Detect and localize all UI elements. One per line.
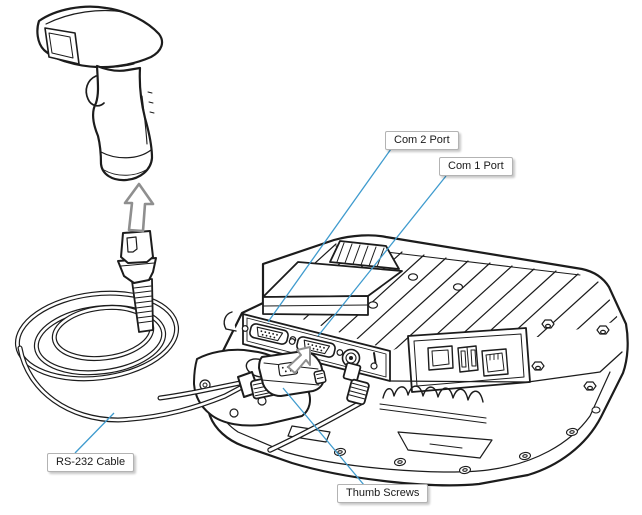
connect-direction-arrow-icon <box>123 182 155 233</box>
leader-com-2-port <box>267 148 392 323</box>
leader-com-1-port <box>317 175 447 337</box>
callout-thumb-screws: Thumb Screws <box>337 484 429 503</box>
leader-thumb-screws <box>282 387 365 486</box>
db9-connector-illustration <box>157 346 327 401</box>
rs232-cable-connector-illustration <box>117 230 157 333</box>
leader-rs232-cable <box>74 412 115 454</box>
callout-leader-lines <box>74 148 447 486</box>
plug-in-arrow-icon <box>287 346 311 374</box>
callout-rs232-cable: RS-232 Cable <box>47 453 135 472</box>
handheld-scanner-illustration <box>36 5 164 182</box>
callout-com-1-port: Com 1 Port <box>439 157 513 176</box>
callout-com-2-port: Com 2 Port <box>385 131 459 150</box>
